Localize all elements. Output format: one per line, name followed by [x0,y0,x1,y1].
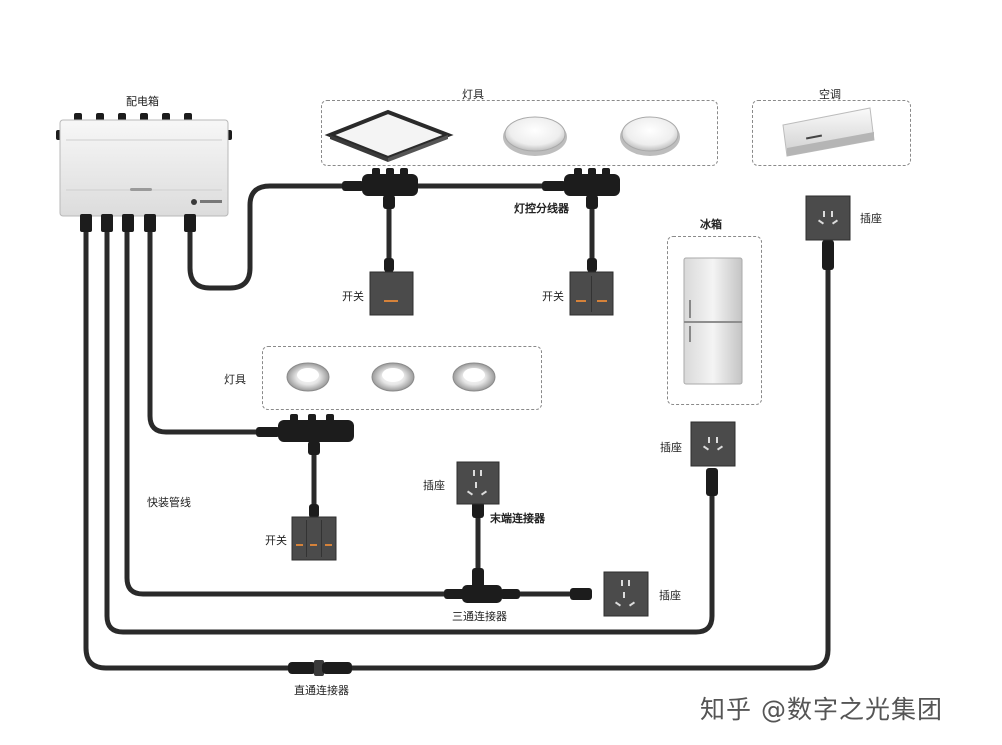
cable-fridge-socket [104,225,715,635]
ac-socket-connector [822,240,834,270]
label-lamps-middle: 灯具 [224,373,246,386]
cable-lighting-main [187,183,348,291]
cable-ac-socket-2 [347,262,831,671]
downlight-1 [286,362,330,392]
socket-ac-panel [805,195,851,241]
label-socket-bottom: 插座 [659,589,681,602]
fridge-group [667,236,762,405]
end-connector [472,502,484,518]
socket-center-panel [456,461,500,505]
downlight-2 [371,362,415,392]
middle-light-splitter [256,414,354,518]
label-tee-connector: 三通连接器 [452,610,507,623]
label-distribution-box: 配电箱 [126,95,159,108]
label-end-connector: 末端连接器 [490,512,545,525]
air-conditioner-unit [782,107,875,157]
tee-connector [444,568,592,603]
cable-ac-socket [83,225,294,671]
downlight-3 [452,362,496,392]
lamps-top-group [321,100,718,166]
fridge-unit [683,257,743,385]
label-socket-middle-right: 插座 [660,441,682,454]
ceiling-lamp-round-2 [620,116,680,156]
cable-middle-lamps [147,225,261,435]
label-socket-center: 插座 [423,479,445,492]
watermark-text: 知乎 @数字之光集团 [700,695,943,724]
socket-fridge-panel [690,421,736,467]
label-straight-connector: 直通连接器 [294,684,349,697]
straight-connector [288,660,352,676]
label-switch-bottom: 开关 [265,534,287,547]
cable-tee-line [124,225,468,597]
label-quick-install-pipeline: 快装管线 [147,496,191,509]
label-lamps-top: 灯具 [462,88,484,101]
air-conditioner-group [752,100,911,166]
distribution-box [56,113,232,232]
switch-left-panel [369,271,414,316]
label-socket-top-right: 插座 [860,212,882,225]
socket-bottom-panel [603,571,649,617]
label-switch-left: 开关 [342,290,364,303]
fridge-socket-connector [706,468,718,496]
label-switch-right: 开关 [542,290,564,303]
switch-right-panel [569,271,614,316]
light-control-splitter-left [342,168,418,272]
ceiling-lamp-square [324,109,454,162]
label-light-control-splitter: 灯控分线器 [514,202,569,215]
switch-bottom-panel [291,516,337,561]
light-control-splitter-right [542,168,620,272]
lamps-middle-group [262,346,542,410]
label-fridge: 冰箱 [700,218,722,231]
ceiling-lamp-round-1 [503,116,567,156]
label-air-conditioner: 空调 [819,88,841,101]
